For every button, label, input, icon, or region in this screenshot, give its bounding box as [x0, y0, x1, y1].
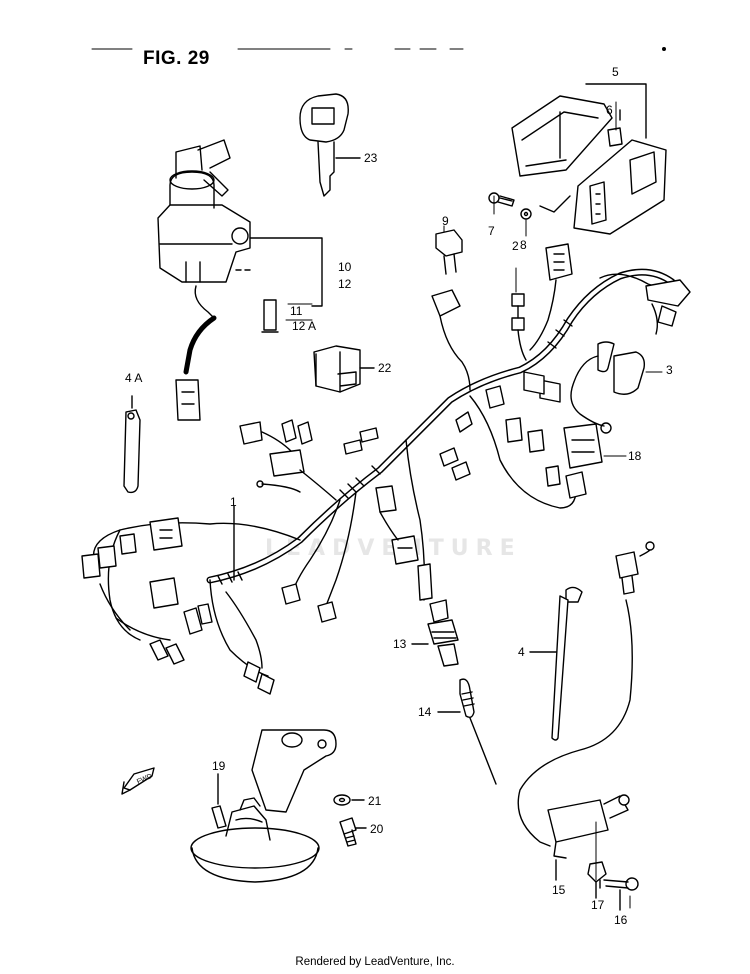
callout-8: 8 [520, 238, 527, 252]
callout-1: 1 [230, 495, 237, 509]
screw-and-washer [488, 192, 532, 220]
wiring-harness [81, 229, 691, 695]
relay [313, 345, 375, 393]
key [299, 93, 361, 197]
watermark: LEADVENTURE [265, 536, 522, 561]
callout-11: 11 [290, 304, 303, 318]
header-rule [91, 47, 666, 51]
callout-2: 2 [512, 239, 519, 253]
callout-22: 22 [378, 361, 392, 375]
callout-13: 13 [393, 637, 407, 651]
callout-5: 5 [612, 65, 619, 79]
figure-title: FIG. 29 [143, 48, 210, 69]
wire-clip-4 [529, 586, 583, 741]
clip-4a [123, 395, 141, 494]
callout-4a: 4 A [125, 371, 142, 385]
footer-credit: Rendered by LeadVenture, Inc. [295, 956, 455, 968]
neutral-switch [411, 599, 497, 785]
callout-21: 21 [368, 794, 382, 808]
forward-arrow-icon: FWD [121, 767, 155, 795]
brake-switch [517, 541, 655, 881]
callout-9: 9 [442, 214, 449, 228]
callout-15: 15 [552, 883, 566, 897]
horn [190, 729, 337, 883]
callout-20: 20 [370, 822, 384, 836]
callout-16: 16 [614, 913, 628, 927]
callout-17: 17 [591, 898, 605, 912]
callout-3: 3 [666, 363, 673, 377]
nut-and-screw [587, 861, 639, 911]
callout-6: 6 [606, 103, 613, 117]
callout-leaders [285, 101, 663, 909]
callout-19: 19 [212, 759, 226, 773]
callout-10: 10 [338, 260, 352, 274]
callout-labels: 1 2 3 4 4 A 5 6 7 8 9 10 11 12 12 A 13 1… [125, 65, 673, 927]
callout-23: 23 [364, 151, 378, 165]
callout-7: 7 [488, 224, 495, 238]
callout-12: 12 [338, 277, 352, 291]
ignition-switch [157, 139, 323, 421]
callout-18: 18 [628, 449, 642, 463]
callout-12a: 12 A [292, 319, 316, 333]
callout-14: 14 [418, 705, 432, 719]
horn-washer-bolt [333, 794, 367, 847]
control-unit [511, 83, 667, 235]
callout-4: 4 [518, 645, 525, 659]
